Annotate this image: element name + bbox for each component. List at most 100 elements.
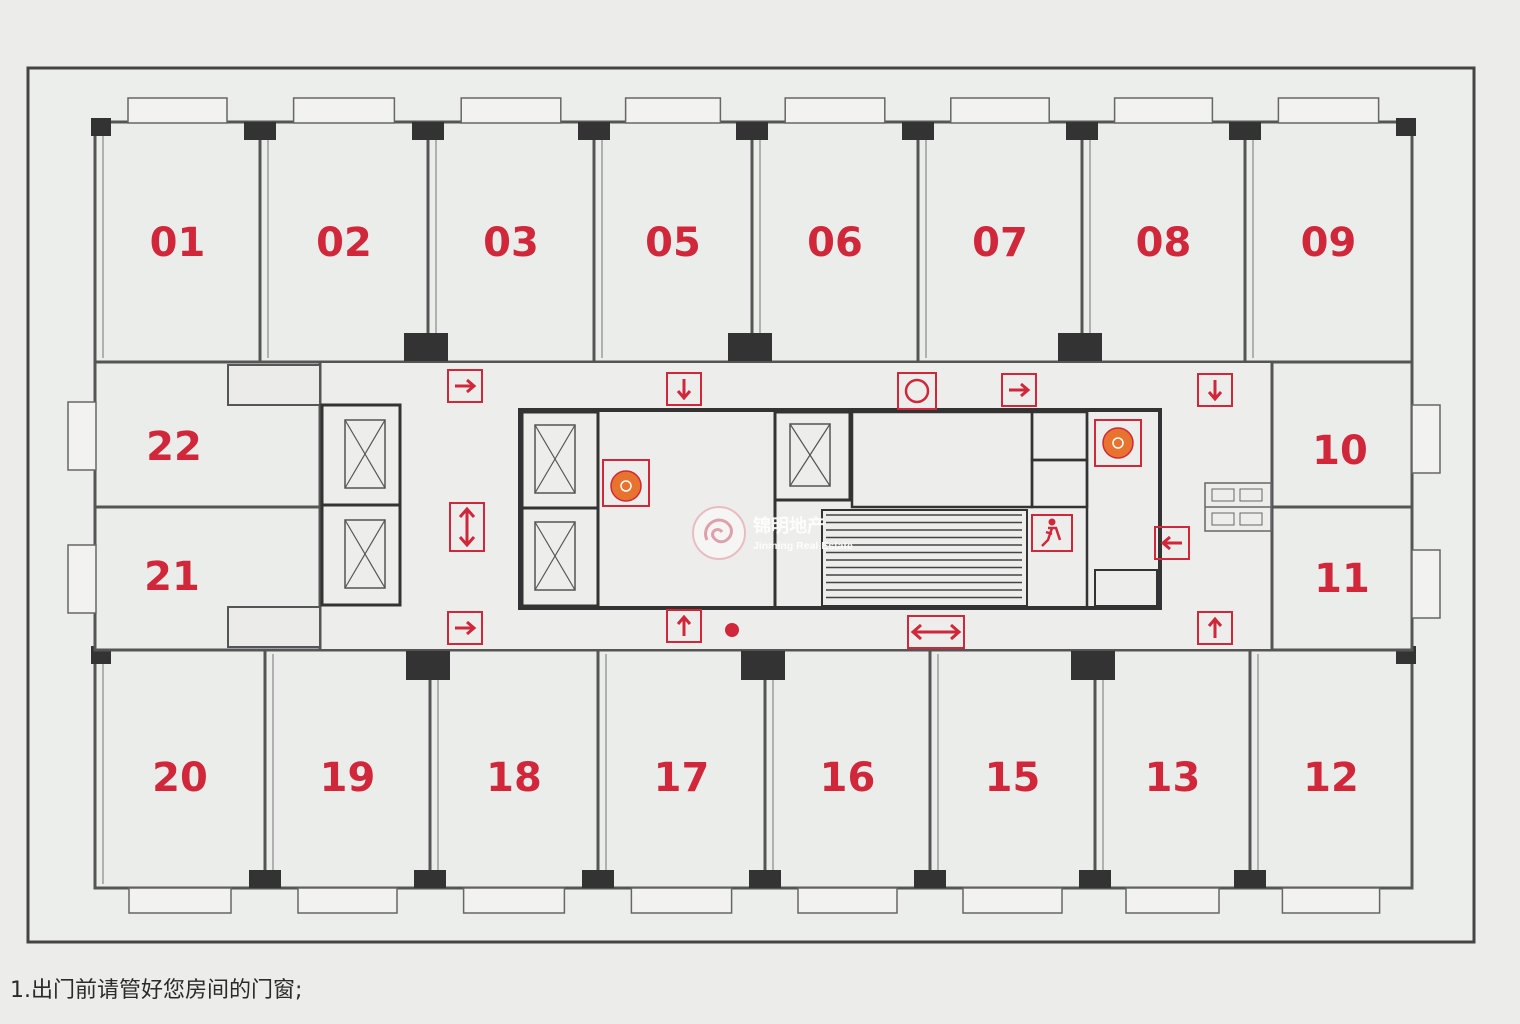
window — [1281, 887, 1381, 914]
room-12[interactable]: 12 — [1248, 648, 1414, 914]
window — [460, 97, 562, 124]
watermark: 锦明地产 Jinming Real Estate — [692, 506, 853, 560]
room-08[interactable]: 08 — [1080, 97, 1247, 364]
room-13[interactable]: 13 — [1093, 648, 1252, 914]
pillar — [902, 122, 934, 140]
pillar — [749, 870, 781, 888]
watermark-title: 锦明地产 — [753, 515, 825, 537]
room-09[interactable]: 09 — [1243, 97, 1414, 364]
fire-hose-reel-icon — [602, 459, 650, 507]
elevator-core-lower — [520, 506, 600, 608]
room-number: 08 — [1136, 220, 1192, 266]
evacuation-arrow-updown-icon — [449, 502, 485, 552]
room-number: 17 — [654, 755, 710, 801]
room-19[interactable]: 19 — [263, 648, 432, 914]
notes: 1.出门前请管好您房间的门窗; — [10, 972, 302, 1004]
pillar — [1066, 122, 1098, 140]
evacuation-arrow-right-icon — [1001, 373, 1037, 407]
room-number: 11 — [1314, 556, 1370, 602]
room-number: 13 — [1145, 755, 1201, 801]
room-number: 20 — [152, 755, 208, 801]
pillar — [414, 870, 446, 888]
room-15[interactable]: 15 — [928, 648, 1097, 914]
window — [67, 401, 97, 471]
evacuation-arrow-up-icon — [1197, 611, 1233, 645]
evacuation-arrow-left-icon — [1154, 526, 1190, 560]
window — [128, 887, 232, 914]
note-line-1: 1.出门前请管好您房间的门窗; — [10, 978, 303, 1003]
pillar — [1071, 650, 1115, 680]
stairway — [821, 509, 1028, 607]
watermark-subtitle: Jinming Real Estate — [753, 540, 853, 552]
pillar — [244, 122, 276, 140]
pillar — [406, 650, 450, 680]
room-05[interactable]: 05 — [592, 97, 754, 364]
window — [1411, 549, 1441, 619]
evacuation-arrow-down-icon — [666, 372, 702, 406]
meter-box — [1204, 482, 1272, 532]
room-number: 02 — [316, 220, 372, 266]
elevator-core-center — [773, 410, 852, 502]
closet — [227, 606, 321, 648]
room-20[interactable]: 20 — [93, 648, 267, 914]
pillar — [249, 870, 281, 888]
room-07[interactable]: 07 — [916, 97, 1084, 364]
pillar — [404, 333, 448, 363]
room-number: 06 — [807, 220, 863, 266]
window — [67, 544, 97, 614]
fire-hose-reel-icon — [1094, 419, 1142, 467]
window — [950, 97, 1050, 124]
pillar — [582, 870, 614, 888]
room-18[interactable]: 18 — [428, 648, 600, 914]
room-number: 01 — [150, 220, 206, 266]
window — [127, 97, 228, 124]
pillar — [1058, 333, 1102, 363]
room-17[interactable]: 17 — [596, 648, 767, 914]
window — [630, 887, 733, 914]
pillar — [741, 650, 785, 680]
room-06[interactable]: 06 — [750, 97, 920, 364]
window — [784, 97, 886, 124]
room-11[interactable]: 11 — [1270, 505, 1414, 652]
pillar — [412, 122, 444, 140]
evacuation-signs — [447, 369, 1233, 649]
room-number: 12 — [1303, 755, 1359, 801]
room-number: 22 — [146, 424, 202, 470]
window — [292, 97, 396, 124]
room-10[interactable]: 10 — [1270, 360, 1414, 509]
room-number: 07 — [972, 220, 1028, 266]
pillar — [578, 122, 610, 140]
room-01[interactable]: 01 — [93, 97, 262, 364]
room-number: 21 — [144, 554, 200, 600]
pillar — [1234, 870, 1266, 888]
elevator-left-lower — [320, 503, 402, 607]
pillar — [914, 870, 946, 888]
you-are-here-icon — [725, 623, 739, 637]
room-number: 19 — [320, 755, 376, 801]
window — [1411, 404, 1441, 474]
window — [1113, 97, 1214, 124]
room-03[interactable]: 03 — [426, 97, 596, 364]
top-rooms: 01 02 03 05 06 07 08 09 — [91, 97, 1416, 364]
pillar — [1079, 870, 1111, 888]
room-22[interactable]: 22 — [93, 360, 322, 509]
room-number: 18 — [486, 755, 542, 801]
closet — [227, 364, 321, 406]
room-number: 03 — [483, 220, 539, 266]
smoke-detector-icon — [897, 372, 937, 410]
window — [962, 887, 1063, 914]
pillar — [1229, 122, 1261, 140]
room-number: 09 — [1301, 220, 1357, 266]
pillar — [736, 122, 768, 140]
window — [297, 887, 398, 914]
swirl-logo-icon — [692, 506, 746, 560]
pillar — [728, 333, 772, 363]
room-02[interactable]: 02 — [258, 97, 430, 364]
evacuation-arrow-right-icon — [447, 611, 483, 645]
window — [1125, 887, 1220, 914]
room-16[interactable]: 16 — [763, 648, 932, 914]
evacuation-arrow-down-icon — [1197, 373, 1233, 407]
window — [797, 887, 898, 914]
